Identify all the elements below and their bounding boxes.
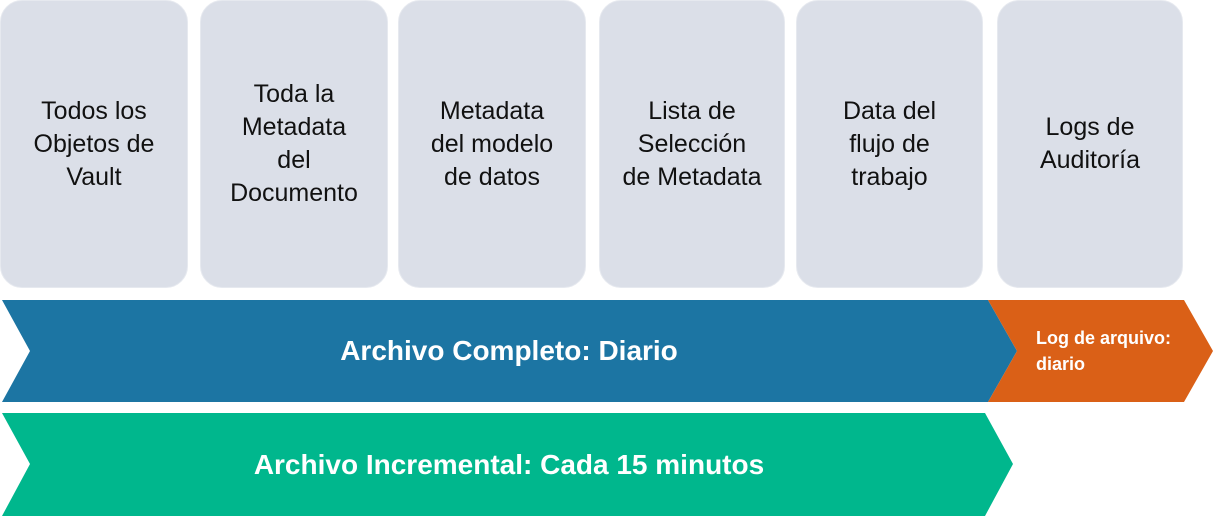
category-box-document-metadata: Toda la Metadata del Documento [200, 0, 388, 288]
category-label: Data del flujo de trabajo [842, 96, 937, 191]
category-label: Logs de Auditoría [1039, 113, 1141, 174]
category-label: Toda la Metadata del Documento [230, 80, 358, 207]
category-box-data-model-metadata: Metadata del modelo de datos [398, 0, 586, 288]
category-box-picklist-metadata: Lista de Selección de Metadata [599, 0, 785, 288]
category-label: Metadata del modelo de datos [430, 96, 554, 191]
incremental-archive-label: Archivo Incremental: Cada 15 minutos [253, 448, 765, 480]
category-box-audit-logs: Logs de Auditoría [997, 0, 1183, 288]
log-archive-label: Log de arquivo: diario [1036, 328, 1171, 374]
incremental-archive-band [2, 413, 1013, 516]
category-box-workflow-data: Data del flujo de trabajo [796, 0, 983, 288]
category-label: Todos los Objetos de Vault [33, 96, 155, 191]
category-box-vault-objects: Todos los Objetos de Vault [0, 0, 188, 288]
log-archive-band [988, 300, 1213, 402]
category-label: Lista de Selección de Metadata [622, 96, 762, 191]
full-archive-band [2, 300, 1017, 402]
full-archive-label: Archivo Completo: Diario [340, 335, 678, 366]
